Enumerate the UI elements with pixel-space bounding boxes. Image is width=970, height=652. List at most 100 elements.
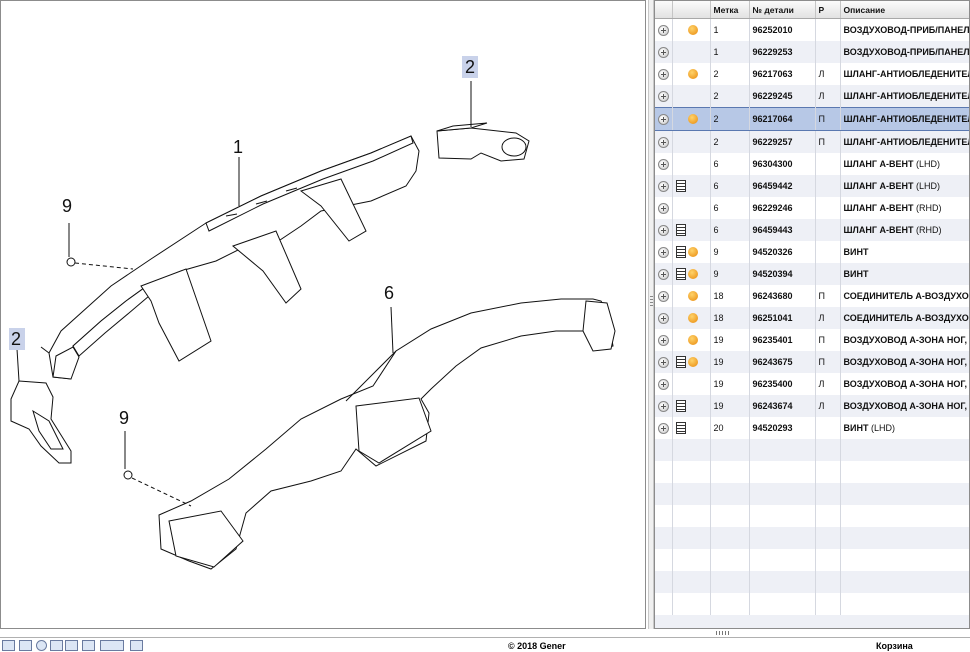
expand-plus-icon[interactable]: [658, 379, 669, 390]
callout-2-left[interactable]: 2: [11, 329, 21, 349]
expand-cell[interactable]: [655, 417, 672, 439]
horizontal-grip[interactable]: [716, 631, 730, 635]
expand-plus-icon[interactable]: [658, 203, 669, 214]
info-warning-icon[interactable]: [688, 114, 698, 124]
note-icon[interactable]: [676, 224, 686, 236]
part-number-cell[interactable]: 96235400: [749, 373, 815, 395]
part-9-screw-upper[interactable]: [67, 223, 133, 269]
callout-2-right[interactable]: 2: [465, 57, 475, 77]
part-number-cell[interactable]: 96229245: [749, 85, 815, 108]
expand-plus-icon[interactable]: [658, 114, 669, 125]
expand-cell[interactable]: [655, 285, 672, 307]
part-number-cell[interactable]: 94520326: [749, 241, 815, 263]
copy-icon[interactable]: [65, 640, 78, 651]
part-9-screw-lower[interactable]: [124, 431, 191, 506]
part-6-vent-hose[interactable]: [159, 299, 615, 569]
expand-cell[interactable]: [655, 307, 672, 329]
parts-diagram-pane[interactable]: 1 2 2 6 9 9: [0, 0, 646, 629]
part-number-cell[interactable]: 96229257: [749, 131, 815, 154]
expand-cell[interactable]: [655, 329, 672, 351]
callout-1[interactable]: 1: [233, 137, 243, 157]
note-icon[interactable]: [676, 422, 686, 434]
expand-plus-icon[interactable]: [658, 269, 669, 280]
info-warning-icon[interactable]: [688, 269, 698, 279]
expand-plus-icon[interactable]: [658, 25, 669, 36]
mail-icon[interactable]: [100, 640, 124, 651]
col-header-expand[interactable]: [655, 1, 672, 19]
splitter-grip[interactable]: [650, 296, 653, 308]
expand-cell[interactable]: [655, 351, 672, 373]
expand-plus-icon[interactable]: [658, 357, 669, 368]
expand-plus-icon[interactable]: [658, 423, 669, 434]
print-icon[interactable]: [2, 640, 15, 651]
col-header-mark[interactable]: Метка: [710, 1, 749, 19]
refresh-icon[interactable]: [36, 640, 47, 651]
info-warning-icon[interactable]: [688, 247, 698, 257]
expand-cell[interactable]: [655, 131, 672, 154]
part-number-cell[interactable]: 96252010: [749, 19, 815, 42]
expand-cell[interactable]: [655, 395, 672, 417]
save-icon[interactable]: [50, 640, 63, 651]
info-warning-icon[interactable]: [688, 313, 698, 323]
note-icon[interactable]: [676, 180, 686, 192]
expand-plus-icon[interactable]: [658, 335, 669, 346]
expand-cell[interactable]: [655, 197, 672, 219]
part-number-cell[interactable]: 96229253: [749, 41, 815, 63]
paste-icon[interactable]: [82, 640, 95, 651]
expand-cell[interactable]: [655, 373, 672, 395]
col-header-part-number[interactable]: № детали: [749, 1, 815, 19]
part-number-cell[interactable]: 96235401: [749, 329, 815, 351]
part-number-cell[interactable]: 96243674: [749, 395, 815, 417]
expand-plus-icon[interactable]: [658, 47, 669, 58]
part-2-hose-right[interactable]: [437, 123, 529, 161]
window-icon[interactable]: [19, 640, 32, 651]
expand-cell[interactable]: [655, 175, 672, 197]
info-warning-icon[interactable]: [688, 291, 698, 301]
expand-cell[interactable]: [655, 219, 672, 241]
part-number-cell[interactable]: 94520394: [749, 263, 815, 285]
expand-plus-icon[interactable]: [658, 291, 669, 302]
expand-cell[interactable]: [655, 19, 672, 42]
info-warning-icon[interactable]: [688, 25, 698, 35]
note-icon[interactable]: [676, 400, 686, 412]
info-warning-icon[interactable]: [688, 357, 698, 367]
expand-plus-icon[interactable]: [658, 69, 669, 80]
document-icon[interactable]: [130, 640, 143, 651]
part-number-cell[interactable]: 96459442: [749, 175, 815, 197]
expand-plus-icon[interactable]: [658, 247, 669, 258]
note-icon[interactable]: [676, 246, 686, 258]
expand-cell[interactable]: [655, 63, 672, 85]
col-header-description[interactable]: Описание: [840, 1, 970, 19]
part-number-cell[interactable]: 96217064: [749, 108, 815, 131]
expand-cell[interactable]: [655, 153, 672, 175]
cart-link[interactable]: Корзина: [876, 641, 913, 651]
note-icon[interactable]: [676, 356, 686, 368]
expand-plus-icon[interactable]: [658, 313, 669, 324]
part-number-cell[interactable]: 96459443: [749, 219, 815, 241]
expand-cell[interactable]: [655, 85, 672, 108]
col-header-icons[interactable]: [672, 1, 710, 19]
part-number-cell[interactable]: 96243680: [749, 285, 815, 307]
part-1-duct[interactable]: [41, 136, 419, 379]
part-number-cell[interactable]: 96251041: [749, 307, 815, 329]
expand-cell[interactable]: [655, 108, 672, 131]
expand-plus-icon[interactable]: [658, 137, 669, 148]
expand-plus-icon[interactable]: [658, 91, 669, 102]
part-number-cell[interactable]: 96243675: [749, 351, 815, 373]
callout-6[interactable]: 6: [384, 283, 394, 303]
note-icon[interactable]: [676, 268, 686, 280]
